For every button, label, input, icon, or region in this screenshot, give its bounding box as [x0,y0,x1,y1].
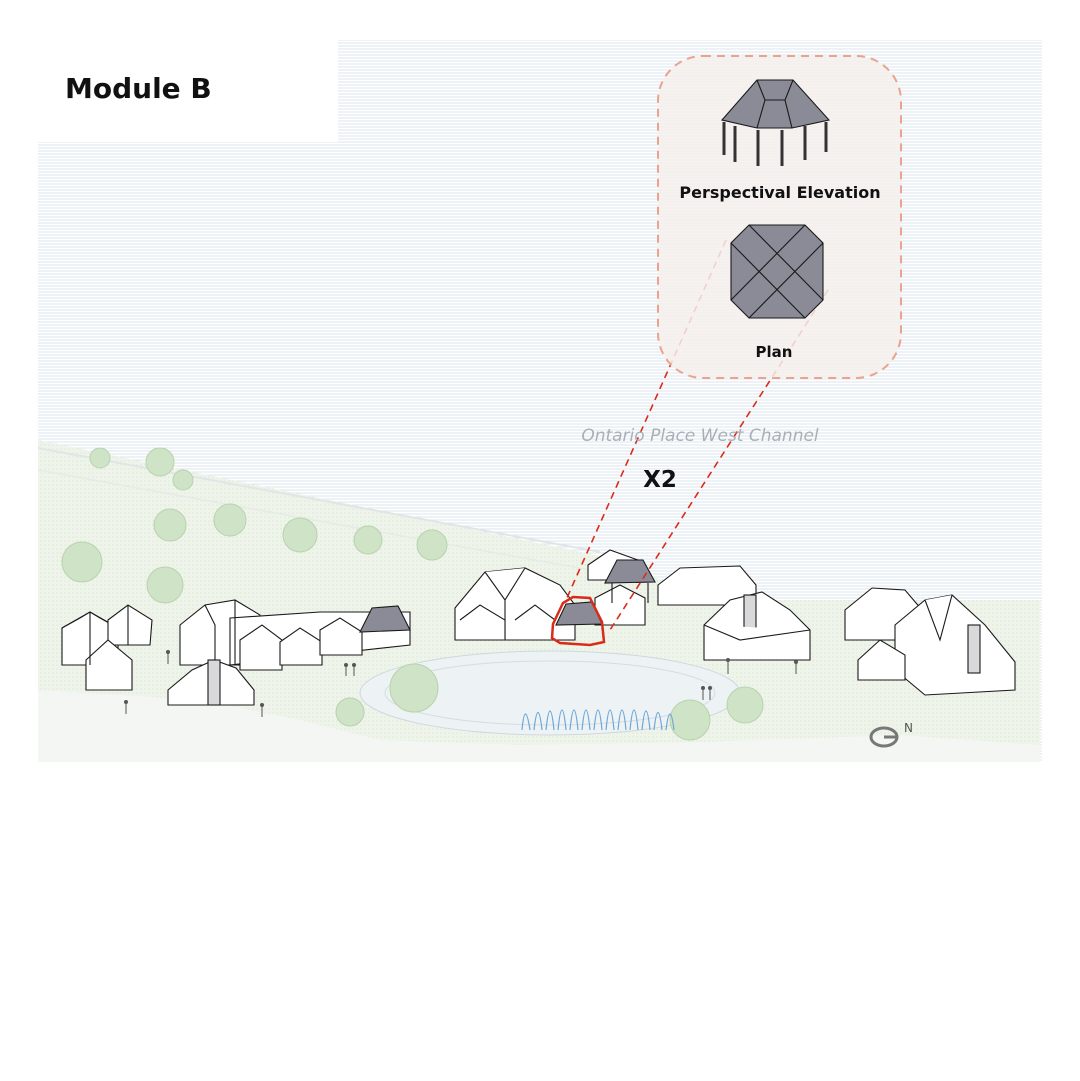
pavilion-icon [454,549,646,641]
tree-icon [416,529,448,561]
person-icon [166,650,170,664]
person-icon [260,703,264,717]
tree-icon [61,541,103,583]
detail-panel: Perspectival Elevation Plan [657,55,902,379]
person-icon [352,663,356,676]
tree-icon [213,503,247,537]
person-icon [794,660,798,674]
page-title: Module B [65,72,212,105]
pavilion-icon [61,604,153,691]
plan-label: Plan [756,343,793,361]
people [124,650,798,717]
tree-icon [335,697,365,727]
tree-icon [282,517,318,553]
selected-module-outline [550,595,606,647]
tree-icon [669,699,711,741]
pavilion-clusters [61,549,1016,706]
person-icon [701,686,705,700]
tree-icon [153,508,187,542]
person-icon [708,686,712,700]
tree-icon [389,663,439,713]
tree-icon [146,566,184,604]
lagoon [359,650,741,736]
fountain-icon [521,709,675,731]
tree-icon [726,686,764,724]
tree-icon [89,447,111,469]
channel-label: Ontario Place West Channel [581,426,819,446]
module-b-roofs [359,559,656,633]
trees [61,447,764,741]
person-icon [726,658,730,674]
person-icon [344,663,348,676]
pavilion-icon [657,565,811,661]
pavilion-icon [167,659,255,706]
tree-icon [353,525,383,555]
pavilion-elevation-icon [720,79,831,166]
north-arrow-icon: N [869,721,913,748]
pavilion-plan-icon [730,224,824,319]
elevation-label: Perspectival Elevation [679,183,880,202]
north-label: N [904,721,913,735]
person-icon [124,700,128,714]
tree-icon [145,447,175,477]
tree-icon [172,469,194,491]
multiplier-label: X2 [643,467,677,493]
pavilion-icon [844,587,1016,696]
